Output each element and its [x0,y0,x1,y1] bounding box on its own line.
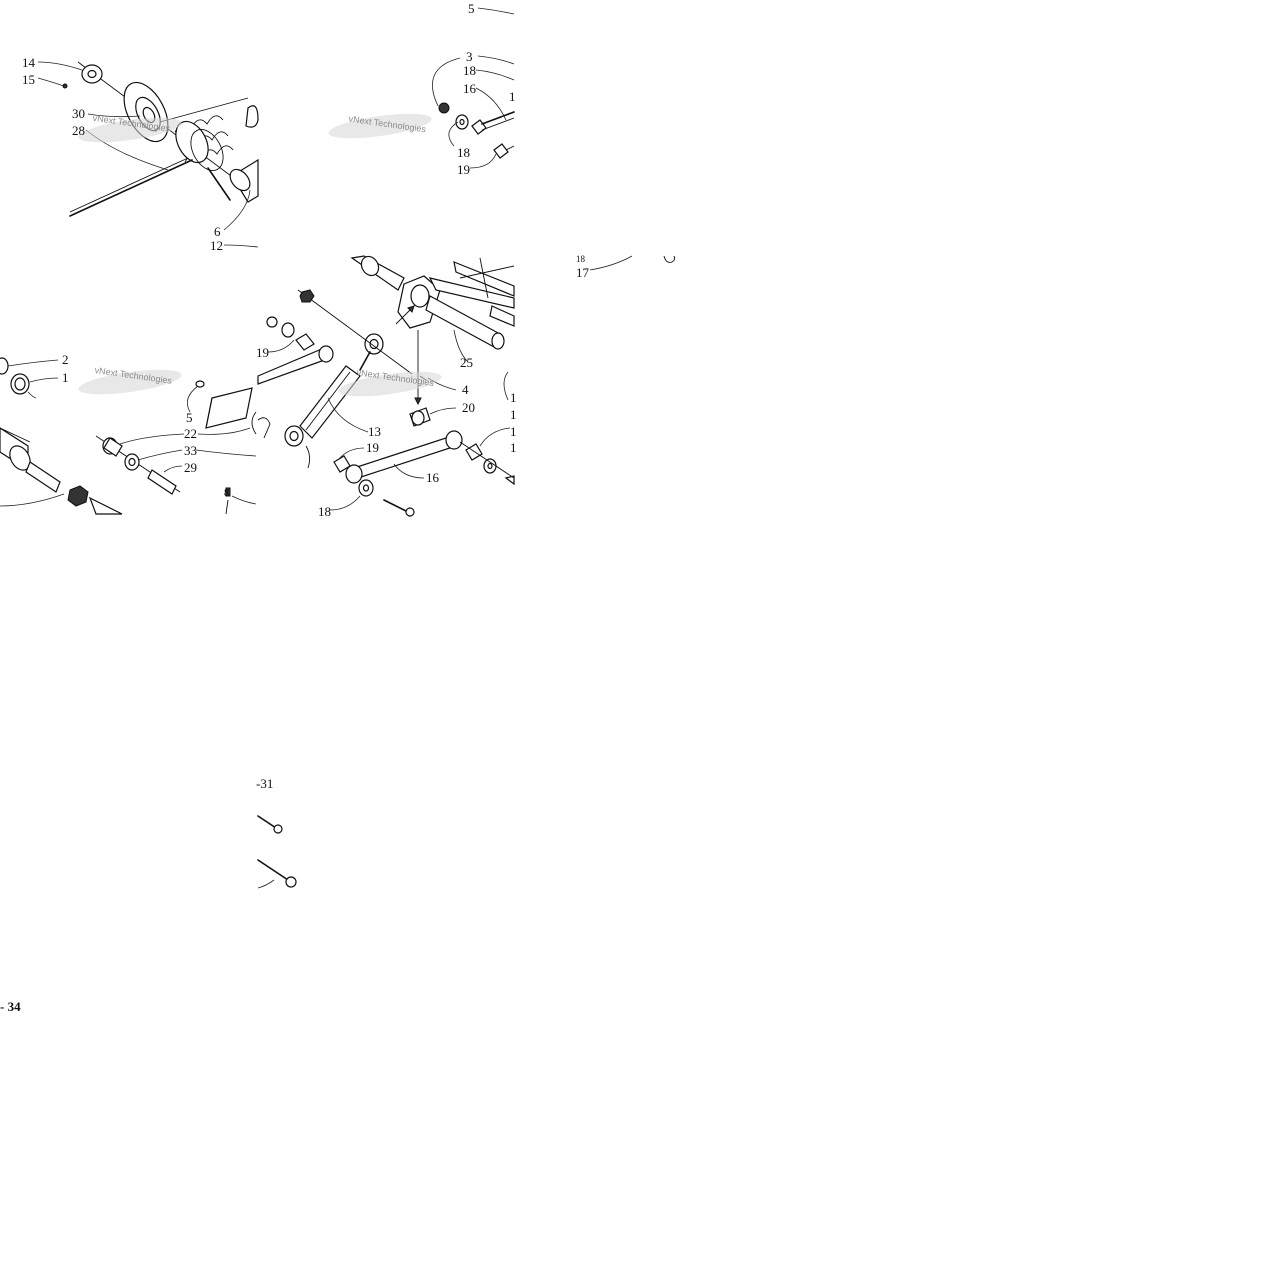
callout-19-c: 19 [366,440,379,455]
bracket-plate [205,387,253,429]
callout-15: 15 [22,72,35,87]
bolt-short [257,815,277,829]
clip-part [663,255,676,263]
callout-33: 33 [184,443,197,458]
callout-22: 22 [184,426,197,441]
callout-14: 14 [22,55,36,70]
callout-28: 28 [72,123,85,138]
bracket-bolt [195,380,205,388]
callout-19-b: 19 [256,345,269,360]
tile-shock-assembly [257,255,515,517]
callout-8: 8 [224,488,229,499]
callouts: 5 14 15 30 28 6 12 3 18 16 1 18 19 18 17… [0,1,590,1014]
callout-1-r2: 1 [510,407,517,422]
sleeve-29 [147,469,177,495]
spacer-tube [25,461,61,493]
tile-fragment [589,255,676,271]
callout-5-mid: 5 [186,410,193,425]
callout-5-top: 5 [468,1,475,16]
callout-13: 13 [368,424,381,439]
callout-18-b: 18 [457,145,470,160]
long-rod [69,159,193,217]
hex-nut [67,485,89,507]
callout-1-edge: 1 [509,89,516,104]
lower-bolt [383,499,409,513]
callout-20: 20 [462,400,475,415]
callout-12: 12 [210,238,223,253]
callout-16-a: 16 [463,81,477,96]
callout-3: 3 [466,49,473,64]
callout-17: 17 [576,265,590,280]
callout-18-c: 18 [576,254,586,264]
end-tube [88,496,123,515]
callout-19-a: 19 [457,162,470,177]
callout-18-a: 18 [463,63,476,78]
watermarks: vNext Technologies vNext Technologies vN… [78,113,442,397]
bolt-long [257,859,289,881]
screw-8 [225,487,231,497]
callout-31: -31 [256,776,273,791]
callout-16-b: 16 [426,470,440,485]
callout-1-r1: 1 [510,390,517,405]
bushing-upper [471,119,487,135]
link-rod-upper [481,111,515,125]
bushing-lower [493,143,509,159]
tile-bolts [257,815,297,889]
crossbar [425,295,501,349]
top-nut [299,289,315,303]
tile-lower-left [0,357,257,515]
callout-34: - 34 [0,999,21,1014]
ring-2 [0,357,9,375]
nut-part [438,102,450,114]
callout-6: 6 [214,224,221,239]
edge-bracket [245,105,259,128]
washer-bore [459,118,465,126]
tile-upper-links [432,55,515,169]
callout-1-r3: 1 [510,424,517,439]
callout-30: 30 [72,106,85,121]
torsion-spring [174,115,234,201]
callout-25: 25 [460,355,473,370]
axis-line-mid [297,289,413,375]
callout-1: 1 [62,370,69,385]
callout-18-d: 18 [318,504,331,519]
callout-1-r4: 1 [510,440,517,455]
callout-2: 2 [62,352,69,367]
bushing-bore [87,69,97,79]
callout-29: 29 [184,460,197,475]
frame-tube [350,255,405,291]
callout-4: 4 [462,382,469,397]
ring-1-bore [14,377,26,391]
